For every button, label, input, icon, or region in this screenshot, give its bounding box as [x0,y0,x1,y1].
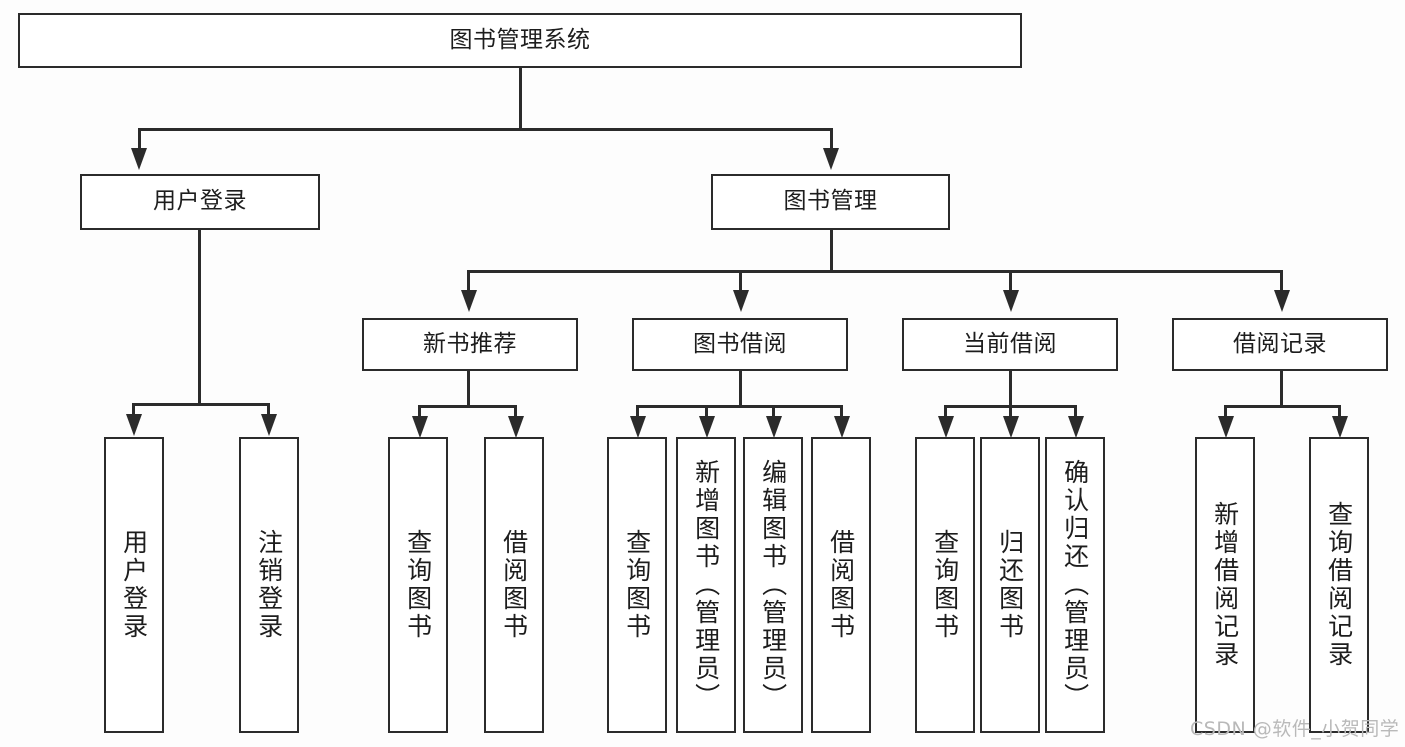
edge-bb-stem [739,371,742,407]
edge-root-bus [138,128,832,131]
node-leaf-query-borrow-record[interactable]: 查询借阅记录 [1309,437,1369,733]
arrowhead-leaf-add-borrow-record [1218,416,1234,438]
node-label: 查询图书 [930,529,960,641]
edge-bb-drop-1 [636,405,639,419]
node-label: 图书借阅 [693,330,787,357]
node-label: 归还图书 [995,529,1025,641]
arrowhead-borrow-record [1274,290,1290,312]
node-book-manage[interactable]: 图书管理 [711,174,950,230]
node-leaf-confirm-return-admin[interactable]: 确认归还（管理员） [1045,437,1105,733]
edge-bb-drop-3 [772,405,775,419]
node-label: 查询借阅记录 [1324,501,1354,669]
arrowhead-user-login [131,148,147,170]
arrowhead-leaf-confirm-return [1068,416,1084,438]
node-leaf-logout[interactable]: 注销登录 [239,437,299,733]
arrowhead-leaf-query-book-2 [630,416,646,438]
arrowhead-current-borrow [1003,290,1019,312]
arrowhead-leaf-add-book [699,416,715,438]
edge-user-login-drop-2 [267,403,270,417]
edge-nbr-bus [418,405,517,408]
edge-nbr-drop-2 [514,405,517,419]
arrowhead-leaf-logout [261,414,277,436]
node-borrow-record[interactable]: 借阅记录 [1172,318,1388,371]
edge-book-manage-bus [467,270,1283,273]
node-label: 图书管理 [783,188,878,215]
edge-br-drop-2 [1338,405,1341,419]
node-user-login[interactable]: 用户登录 [80,174,320,230]
node-label: 借阅图书 [826,529,856,641]
arrowhead-leaf-user-login [126,414,142,436]
node-leaf-edit-book-admin[interactable]: 编辑图书（管理员） [743,437,803,733]
node-label: 查询图书 [622,529,652,641]
edge-nbr-stem [467,371,470,407]
edge-bb-drop-4 [840,405,843,419]
node-leaf-return-book[interactable]: 归还图书 [980,437,1040,733]
edge-cb-drop-3 [1074,405,1077,419]
arrowhead-leaf-query-borrow-record [1332,416,1348,438]
edge-root-to-book-manage [830,128,833,150]
node-label: 新增图书（管理员） [691,459,721,711]
node-current-borrow[interactable]: 当前借阅 [902,318,1118,371]
node-book-borrow[interactable]: 图书借阅 [632,318,848,371]
node-label: 查询图书 [403,529,433,641]
arrowhead-book-manage [823,148,839,170]
node-root-system[interactable]: 图书管理系统 [18,13,1022,68]
edge-user-login-bus [132,403,269,406]
edge-br-drop-1 [1224,405,1227,419]
edge-user-login-stem [198,230,201,405]
node-new-book-recommend[interactable]: 新书推荐 [362,318,578,371]
node-leaf-query-book-1[interactable]: 查询图书 [388,437,448,733]
arrowhead-leaf-edit-book [766,416,782,438]
edge-cb-stem [1009,371,1012,407]
node-leaf-user-login[interactable]: 用户登录 [104,437,164,733]
node-label: 借阅图书 [499,529,529,641]
edge-root-stem [519,68,522,130]
edge-bm-drop-3 [1009,270,1012,292]
edge-bm-drop-4 [1280,270,1283,292]
edge-bb-drop-2 [705,405,708,419]
edge-cb-drop-2 [1009,405,1012,419]
arrowhead-leaf-query-book-3 [938,416,954,438]
node-label: 确认归还（管理员） [1060,459,1090,711]
edge-bb-bus [636,405,843,408]
node-label: 注销登录 [254,529,284,641]
arrowhead-new-book-rec [461,290,477,312]
node-label: 图书管理系统 [449,26,591,53]
arrowhead-leaf-borrow-book-1 [508,416,524,438]
node-leaf-query-book-3[interactable]: 查询图书 [915,437,975,733]
edge-br-bus [1224,405,1341,408]
arrowhead-book-borrow [733,290,749,312]
node-label: 新书推荐 [423,330,517,357]
node-label: 当前借阅 [963,330,1057,357]
edge-cb-drop-1 [944,405,947,419]
node-leaf-add-book-admin[interactable]: 新增图书（管理员） [676,437,736,733]
edge-user-login-drop-1 [132,403,135,417]
node-label: 用户登录 [119,529,149,641]
node-label: 编辑图书（管理员） [758,459,788,711]
arrowhead-leaf-return-book [1003,416,1019,438]
edge-nbr-drop-1 [418,405,421,419]
node-leaf-query-book-2[interactable]: 查询图书 [607,437,667,733]
edge-br-stem [1280,371,1283,407]
arrowhead-leaf-borrow-book-2 [834,416,850,438]
arrowhead-leaf-query-book-1 [412,416,428,438]
node-label: 新增借阅记录 [1210,501,1240,669]
edge-root-to-user-login [138,128,141,150]
node-label: 借阅记录 [1233,330,1327,357]
node-leaf-borrow-book-1[interactable]: 借阅图书 [484,437,544,733]
edge-book-manage-stem [830,230,833,272]
node-leaf-borrow-book-2[interactable]: 借阅图书 [811,437,871,733]
node-label: 用户登录 [153,188,247,215]
edge-bm-drop-1 [467,270,470,292]
node-leaf-add-borrow-record[interactable]: 新增借阅记录 [1195,437,1255,733]
watermark-text: CSDN @软件_小贺同学 [1190,718,1400,740]
edge-bm-drop-2 [739,270,742,292]
